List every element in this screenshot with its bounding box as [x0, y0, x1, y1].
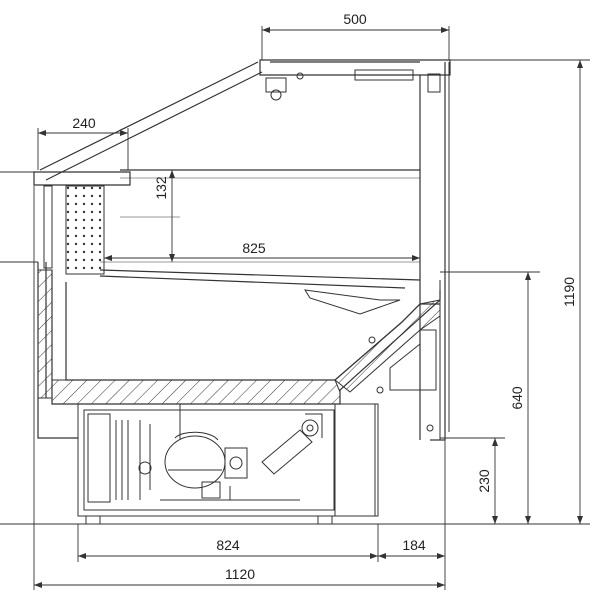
- dim-label-overall-width: 1120: [225, 566, 255, 582]
- insulation-hatching: [37, 269, 441, 405]
- dim-label-total-height: 1190: [561, 277, 577, 307]
- dim-label-base-height: 230: [476, 469, 492, 493]
- dim-label-top-width: 500: [343, 11, 367, 27]
- dim-label-overhang: 184: [402, 537, 426, 553]
- dim-label-shelf-depth: 240: [72, 115, 96, 131]
- front-column-details: [304, 280, 441, 440]
- machine-compartment: [77, 403, 379, 525]
- canopy-fixtures: [265, 69, 441, 101]
- perforated-panel: [43, 185, 105, 275]
- dimension-lines: [0, 26, 590, 590]
- body-outline: [33, 59, 451, 441]
- dim-label-shelf-height: 132: [153, 176, 169, 200]
- dimension-arrows: [34, 27, 583, 588]
- dim-label-base-width: 824: [216, 537, 240, 553]
- dim-label-inner-span: 825: [242, 240, 266, 256]
- dim-label-counter-height: 640: [509, 386, 525, 410]
